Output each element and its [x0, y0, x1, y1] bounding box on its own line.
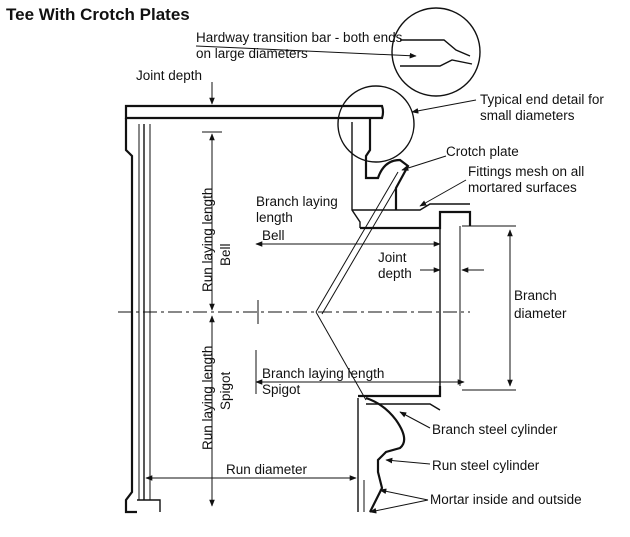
- run-right-wall-upper: [364, 118, 410, 210]
- label-run-diameter: Run diameter: [226, 462, 308, 477]
- label-branch-spigot-1: Branch laying length: [262, 366, 384, 381]
- leaders: [195, 45, 477, 514]
- leader-typical-end: [411, 99, 477, 114]
- branch-lower-wall: [358, 386, 442, 398]
- crotch-diagonal-upper: [315, 171, 399, 313]
- branch-steel-cylinder-line: [366, 403, 441, 411]
- dimensions: [145, 131, 516, 507]
- label-fittings-2: mortared surfaces: [468, 180, 577, 195]
- leader-fittings-mesh: [419, 179, 467, 207]
- label-branch-bell-3: Bell: [262, 228, 285, 243]
- label-branch-cylinder: Branch steel cylinder: [432, 422, 558, 437]
- label-joint-depth-top: Joint depth: [136, 68, 202, 83]
- label-hardway-1: Hardway transition bar - both ends: [196, 30, 403, 45]
- label-hardway-2: on large diameters: [196, 46, 308, 61]
- label-run-spigot-2: Spigot: [218, 371, 233, 410]
- run-left-wall-outer: [124, 118, 137, 514]
- diagram-title: Tee With Crotch Plates: [6, 5, 190, 24]
- label-crotch-plate: Crotch plate: [446, 144, 519, 159]
- label-run-cylinder: Run steel cylinder: [432, 458, 540, 473]
- label-run-bell-2: Bell: [218, 243, 233, 266]
- label-fittings-1: Fittings mesh on all: [468, 164, 584, 179]
- label-branch-bell-2: length: [256, 210, 293, 225]
- branch-bell-top: [360, 210, 472, 230]
- label-joint-branch-1: Joint: [378, 250, 407, 265]
- label-run-spigot-1: Run laying length: [200, 346, 215, 450]
- leader-branch-cylinder: [399, 411, 431, 429]
- label-typical-end-1: Typical end detail for: [480, 92, 604, 107]
- run-pipe: [124, 104, 410, 514]
- run-left-spigot: [137, 499, 161, 512]
- crotch-diagonal-lower: [315, 311, 367, 401]
- label-branch-diam-2: diameter: [514, 306, 567, 321]
- label-joint-branch-2: depth: [378, 266, 412, 281]
- label-typical-end-2: small diameters: [480, 108, 575, 123]
- run-right-wall-lower: [365, 396, 406, 513]
- leader-crotch-plate: [401, 155, 447, 171]
- detail-circle-hardway: [391, 7, 481, 97]
- label-run-bell-1: Run laying length: [200, 188, 215, 292]
- label-branch-spigot-2: Spigot: [262, 382, 301, 397]
- leader-run-cylinder: [385, 457, 431, 465]
- leader-hardway: [195, 45, 417, 59]
- labels: Hardway transition bar - both ends on la…: [136, 30, 604, 507]
- detail-circle-typical-end: [337, 85, 415, 163]
- detail-hardway-content: [400, 39, 473, 67]
- run-bell-rim: [124, 104, 385, 120]
- label-branch-diam-1: Branch: [514, 288, 557, 303]
- leader-mortar-outside: [379, 488, 429, 501]
- label-mortar: Mortar inside and outside: [430, 492, 582, 507]
- leader-mortar-inside: [369, 499, 429, 514]
- branch-pipe: [352, 203, 472, 411]
- branch-upper-plate: [352, 203, 470, 211]
- run-right-inner-upper: [351, 122, 361, 228]
- label-branch-bell-1: Branch laying: [256, 194, 338, 209]
